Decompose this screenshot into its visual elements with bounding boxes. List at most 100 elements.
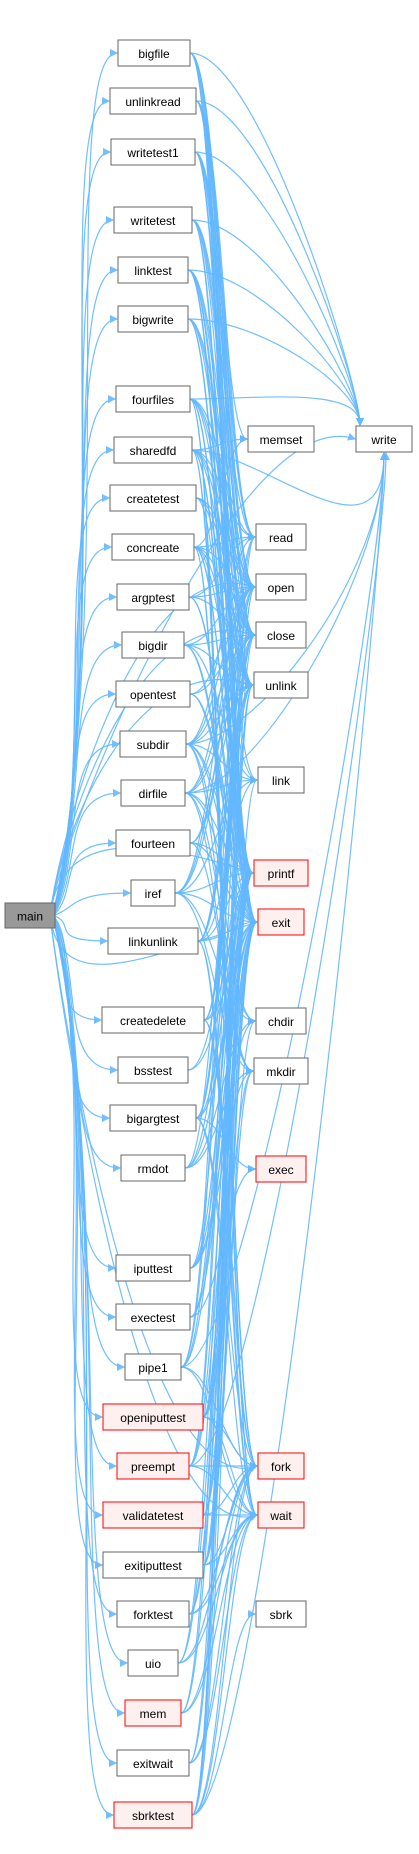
node-box <box>109 87 197 115</box>
edge-sbrktest-to-fork <box>191 1462 258 1816</box>
node-printf[interactable]: printf <box>253 859 309 887</box>
node-box <box>113 436 193 464</box>
node-exectest[interactable]: exectest <box>115 1303 191 1331</box>
node-label: sbrk <box>270 1608 294 1622</box>
node-sharedfd[interactable]: sharedfd <box>113 436 193 464</box>
node-box <box>111 533 195 561</box>
node-label: concreate <box>127 541 180 555</box>
node-label: mem <box>140 1707 167 1721</box>
edge-main-to-open <box>49 580 256 916</box>
node-label: open <box>268 581 295 595</box>
node-exitwait[interactable]: exitwait <box>116 1749 190 1777</box>
node-preempt[interactable]: preempt <box>116 1452 190 1480</box>
node-uio[interactable]: uio <box>127 1649 179 1677</box>
node-writetest1[interactable]: writetest1 <box>110 138 196 166</box>
edge-writetest1-to-read <box>194 151 256 541</box>
node-label: fourfiles <box>132 393 174 407</box>
edge-sbrktest-to-exit <box>191 918 258 1816</box>
node-createdelete[interactable]: createdelete <box>101 1006 205 1034</box>
node-createtest[interactable]: createtest <box>109 484 197 512</box>
edge-concreate-to-exit <box>193 546 258 926</box>
node-box <box>120 779 186 807</box>
edge-subdir-to-open <box>185 583 256 745</box>
node-exit[interactable]: exit <box>257 908 305 936</box>
node-memset[interactable]: memset <box>247 425 315 453</box>
node-box <box>102 1551 204 1579</box>
node-label: validatetest <box>123 1509 184 1523</box>
node-dirfile[interactable]: dirfile <box>120 779 186 807</box>
node-bsstest[interactable]: bsstest <box>117 1056 189 1084</box>
node-linktest[interactable]: linktest <box>117 256 189 284</box>
node-label: rmdot <box>138 1162 169 1176</box>
node-bigargtest[interactable]: bigargtest <box>109 1104 197 1132</box>
node-sbrktest[interactable]: sbrktest <box>113 1801 193 1829</box>
node-mem[interactable]: mem <box>124 1699 182 1727</box>
node-label: writetest1 <box>126 146 179 160</box>
node-box <box>115 385 191 413</box>
node-label: sbrktest <box>132 1809 175 1823</box>
node-linkunlink[interactable]: linkunlink <box>107 927 199 955</box>
node-validatetest[interactable]: validatetest <box>102 1501 204 1529</box>
node-label: createdelete <box>120 1014 186 1028</box>
node-openiputtest[interactable]: openiputtest <box>102 1403 204 1431</box>
edge-main-to-bsstest <box>54 918 118 1074</box>
node-label: exit <box>272 916 291 930</box>
node-concreate[interactable]: concreate <box>111 533 195 561</box>
edge-iputtest-to-unlink <box>189 681 254 1269</box>
edge-opentest-to-close <box>189 631 256 695</box>
node-box <box>115 680 191 708</box>
node-iref[interactable]: iref <box>130 879 176 907</box>
node-writetest[interactable]: writetest <box>113 206 193 234</box>
node-close[interactable]: close <box>255 621 307 649</box>
node-box <box>255 573 307 601</box>
node-box <box>257 766 305 794</box>
edge-main-to-unlink <box>49 678 254 916</box>
node-iputtest[interactable]: iputtest <box>115 1254 191 1282</box>
node-unlinkread[interactable]: unlinkread <box>109 87 197 115</box>
node-open[interactable]: open <box>255 573 307 601</box>
node-exitiputtest[interactable]: exitiputtest <box>102 1551 204 1579</box>
node-pipe1[interactable]: pipe1 <box>124 1353 182 1381</box>
edge-main-to-printf <box>49 847 254 916</box>
node-box <box>116 1749 190 1777</box>
node-argptest[interactable]: argptest <box>116 583 190 611</box>
node-label: exec <box>268 1163 293 1177</box>
node-main[interactable]: main <box>4 902 56 929</box>
edge-main-to-bigwrite <box>54 315 118 906</box>
node-bigdir[interactable]: bigdir <box>121 631 185 659</box>
edge-main-to-pipe1 <box>54 924 125 1371</box>
edge-sharedfd-to-write <box>191 449 388 506</box>
node-chdir[interactable]: chdir <box>255 1007 307 1035</box>
node-label: pipe1 <box>138 1361 168 1375</box>
node-fourteen[interactable]: fourteen <box>115 829 191 857</box>
node-label: wait <box>269 1509 292 1523</box>
node-read[interactable]: read <box>255 523 307 551</box>
node-box <box>116 1600 190 1628</box>
node-sbrk[interactable]: sbrk <box>255 1600 307 1628</box>
node-subdir[interactable]: subdir <box>119 730 187 758</box>
node-wait[interactable]: wait <box>257 1501 305 1529</box>
node-fork[interactable]: fork <box>257 1452 305 1480</box>
node-unlink[interactable]: unlink <box>253 671 309 699</box>
node-fourfiles[interactable]: fourfiles <box>115 385 191 413</box>
node-write[interactable]: write <box>355 425 413 453</box>
node-forktest[interactable]: forktest <box>116 1600 190 1628</box>
node-opentest[interactable]: opentest <box>115 680 191 708</box>
edge-createtest-to-open <box>195 497 256 591</box>
edge-uio-to-wait <box>177 1511 258 1664</box>
node-exec[interactable]: exec <box>255 1155 307 1183</box>
node-rmdot[interactable]: rmdot <box>120 1154 186 1182</box>
node-link[interactable]: link <box>257 766 305 794</box>
node-label: fork <box>271 1460 292 1474</box>
edge-writetest-to-read <box>191 219 256 541</box>
node-box <box>4 902 56 929</box>
node-mkdir[interactable]: mkdir <box>253 1057 309 1085</box>
node-box <box>127 1649 179 1677</box>
node-box <box>113 1801 193 1829</box>
node-label: bsstest <box>134 1064 173 1078</box>
node-bigfile[interactable]: bigfile <box>117 39 191 67</box>
node-label: createtest <box>127 492 180 506</box>
edge-main-to-mem <box>54 925 125 1717</box>
node-bigwrite[interactable]: bigwrite <box>117 305 189 333</box>
